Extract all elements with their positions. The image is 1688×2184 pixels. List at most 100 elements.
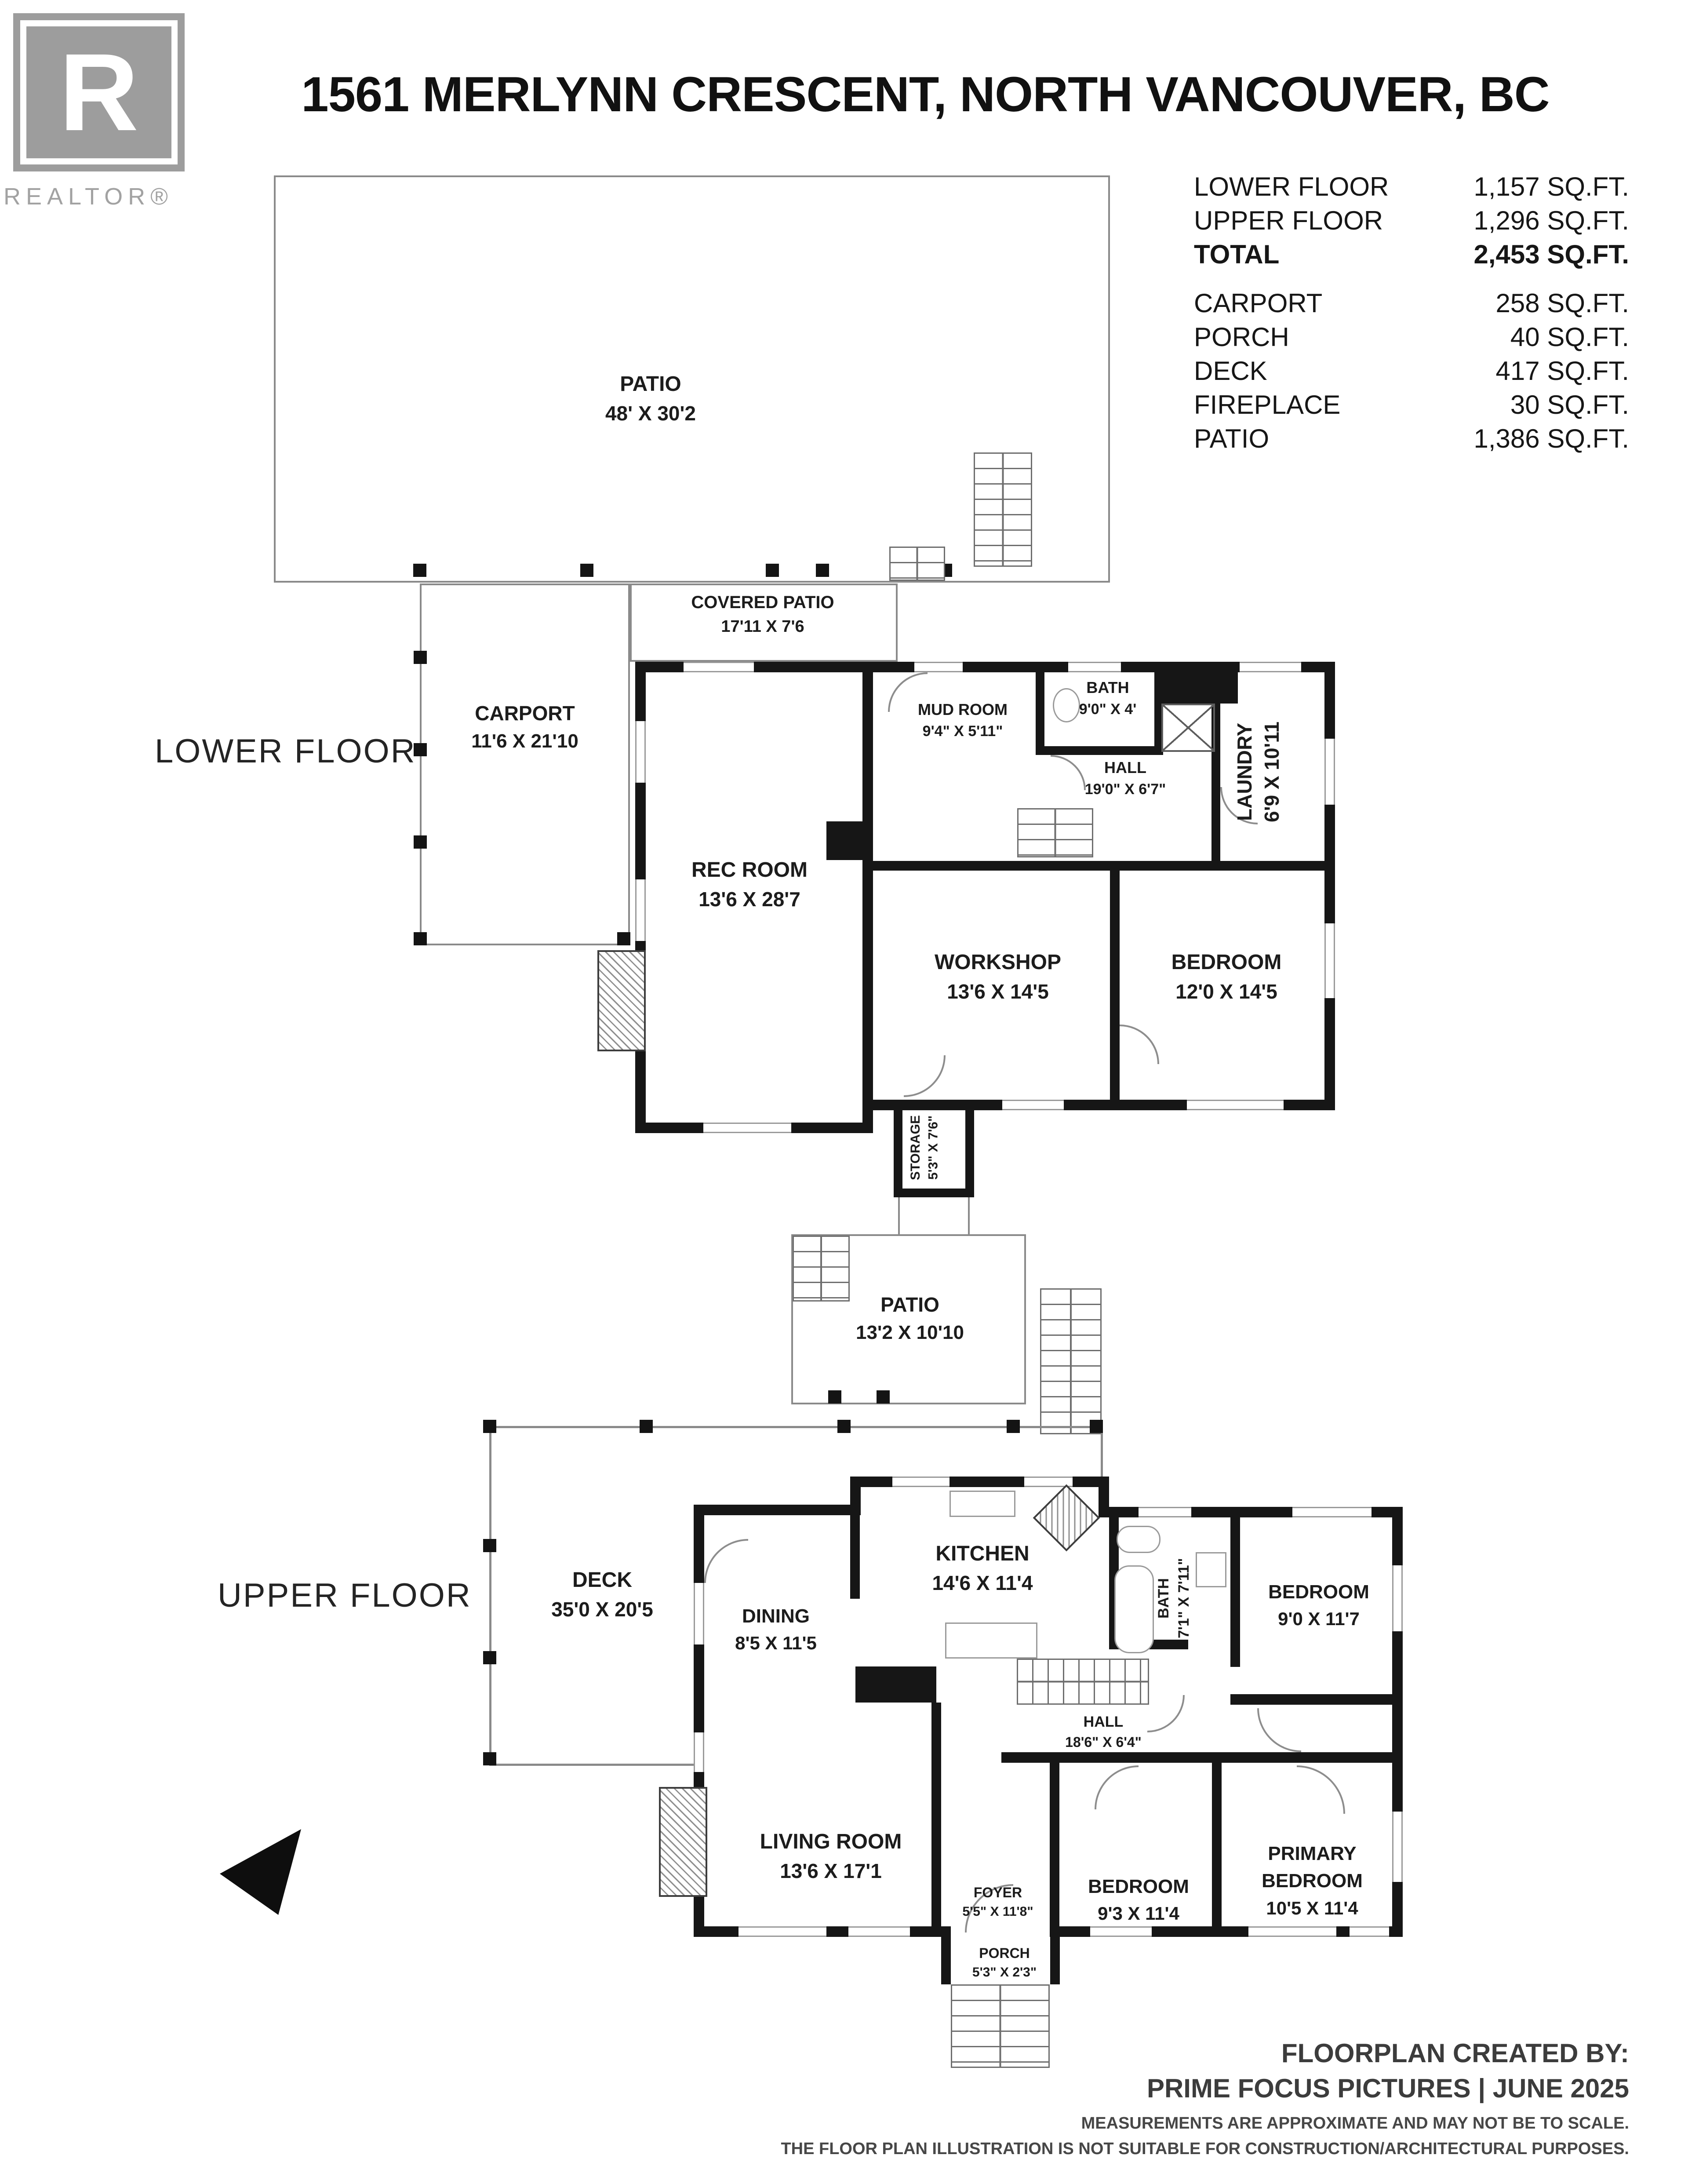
window [1324, 923, 1335, 998]
room-name: BEDROOM [1088, 1876, 1189, 1897]
post [414, 743, 427, 756]
wall-mass [1163, 662, 1238, 704]
wall [1324, 662, 1335, 1110]
room-label-porch: PORCH 5'3" X 2'3" [952, 1943, 1057, 1982]
room-name: HALL [1104, 758, 1146, 777]
door-arc [1257, 1708, 1301, 1752]
row-label: PORCH [1194, 322, 1289, 352]
wall [1154, 662, 1163, 755]
wall [1036, 662, 1044, 755]
realtor-logo: R [13, 13, 185, 171]
room-dims: 13'6 X 28'7 [698, 888, 800, 911]
door-arc [1297, 1765, 1345, 1814]
room-label-bedroom-s: BEDROOM 9'3 X 11'4 [1068, 1873, 1209, 1927]
room-dims: 9'3 X 11'4 [1098, 1903, 1179, 1924]
window [738, 1926, 826, 1937]
room-name: DECK [572, 1568, 632, 1592]
row-value: 30 SQ.FT. [1510, 390, 1629, 419]
wall [1110, 871, 1120, 1100]
post [483, 1420, 496, 1433]
post [640, 1420, 653, 1433]
stairs [974, 452, 1032, 567]
stairs [1017, 1659, 1149, 1705]
row-value: 258 SQ.FT. [1495, 288, 1629, 318]
row-label: PATIO [1194, 424, 1270, 453]
toilet [1117, 1526, 1160, 1553]
wall-mass [855, 1666, 936, 1703]
room-dims: 9'0 X 11'7 [1278, 1608, 1360, 1630]
post [617, 932, 630, 945]
room-label-primary-bedroom: PRIMARY BEDROOM 10'5 X 11'4 [1235, 1840, 1389, 1921]
room-dims: 17'11 X 7'6 [721, 617, 804, 636]
window [1139, 1507, 1191, 1517]
wall [1230, 1694, 1403, 1705]
room-label-bedroom-ne: BEDROOM 9'0 X 11'7 [1244, 1579, 1393, 1632]
room-name: PATIO [880, 1293, 939, 1316]
room-label-mid-patio: PATIO 13'2 X 10'10 [804, 1291, 1015, 1347]
room-label-laundry: LAUNDRY 6'9 X 10'11 [1231, 679, 1306, 864]
row-label: FIREPLACE [1194, 390, 1341, 419]
wall-mass [826, 821, 873, 860]
room-dims: 48' X 30'2 [605, 402, 696, 425]
window [1392, 1812, 1403, 1882]
deck-edge [1101, 1426, 1103, 1482]
wall [1212, 1763, 1222, 1926]
window [892, 1477, 950, 1487]
post [766, 564, 779, 577]
row-value: 1,296 SQ.FT. [1473, 206, 1630, 235]
page-title: 1561 MERLYNN CRESCENT, NORTH VANCOUVER, … [301, 67, 1550, 122]
north-arrow-icon [220, 1829, 301, 1915]
door-arc [904, 1055, 946, 1097]
footer-credit-line: FLOORPLAN CREATED BY: [1281, 2038, 1629, 2068]
fireplace [659, 1787, 707, 1897]
room-name: WORKSHOP [935, 951, 1061, 974]
room-dims: 9'0" X 4' [1079, 701, 1137, 718]
room-dims: 18'6" X 6'4" [1065, 1734, 1142, 1750]
row-label: LOWER FLOOR [1194, 172, 1389, 201]
window [1090, 1926, 1152, 1937]
room-label-dining: DINING 8'5 X 11'5 [703, 1603, 848, 1656]
post [414, 932, 427, 945]
post [414, 651, 427, 664]
row-value: 40 SQ.FT. [1510, 322, 1629, 352]
patio-outline [274, 175, 1110, 583]
post [1007, 1420, 1020, 1433]
room-label-bath-upper: BATH 7'1" X 7'11" [1154, 1526, 1202, 1671]
stairs [889, 547, 945, 581]
room-name: REC ROOM [691, 858, 808, 882]
room-name: PRIMARY BEDROOM [1262, 1843, 1363, 1892]
room-label-kitchen: KITCHEN 14'6 X 11'4 [888, 1539, 1077, 1597]
row-label: DECK [1194, 356, 1267, 386]
post [816, 564, 829, 577]
wall [862, 662, 873, 1133]
room-dims: 19'0" X 6'7" [1084, 781, 1166, 798]
post [413, 564, 426, 577]
room-dims: 13'2 X 10'10 [855, 1322, 964, 1344]
room-dims: 13'6 X 17'1 [780, 1859, 882, 1883]
footer-disclaimer: THE FLOOR PLAN ILLUSTRATION IS NOT SUITA… [781, 2140, 1629, 2158]
room-name: HALL [1083, 1714, 1124, 1730]
window [1068, 662, 1121, 672]
room-name: COVERED PATIO [691, 593, 834, 612]
room-name: DINING [742, 1605, 810, 1627]
window [635, 879, 646, 941]
post [828, 1390, 841, 1404]
room-name: MUD ROOM [918, 700, 1008, 718]
wall [894, 1100, 902, 1197]
carport-outline [420, 583, 630, 945]
stairs [1017, 808, 1093, 857]
window [1248, 1926, 1336, 1937]
room-label-patio: PATIO 48' X 30'2 [519, 369, 782, 428]
row-value: 417 SQ.FT. [1495, 356, 1629, 386]
room-label-deck: DECK 35'0 X 20'5 [506, 1565, 699, 1624]
lower-floor-section-label: LOWER FLOOR [155, 733, 416, 770]
wall [1001, 1752, 1403, 1763]
window [694, 1583, 704, 1644]
room-dims: 7'1" X 7'11" [1175, 1558, 1192, 1639]
room-name: BATH [1086, 678, 1129, 696]
table-row: DECK 417 SQ.FT. [1194, 354, 1629, 388]
